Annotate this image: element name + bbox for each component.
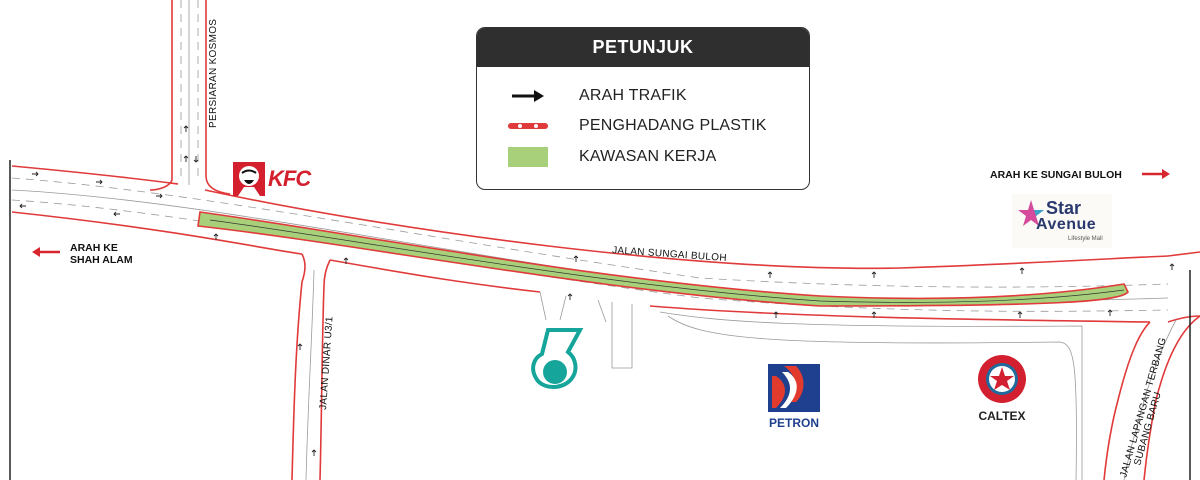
caltex-logo: CALTEX <box>972 352 1032 426</box>
legend-label-traffic: ARAH TRAFIK <box>579 87 687 104</box>
north-road-dash <box>180 0 199 182</box>
se-road-center <box>1123 319 1177 480</box>
legend-title: PETUNJUK <box>477 28 809 67</box>
sw-road-west-edge <box>291 253 306 480</box>
star-avenue-title-1: Star <box>1046 198 1082 218</box>
legend-item-traffic: ARAH TRAFIK <box>477 84 687 108</box>
kfc-text: KFC <box>268 166 311 191</box>
star-avenue-title-2: Avenue <box>1036 216 1097 233</box>
petron-logo: PETRON <box>766 362 822 432</box>
lane-dash-1 <box>11 177 1169 288</box>
direction-east-label: ARAH KE SUNGAI BULOH <box>990 169 1122 181</box>
road-label-south-west: JALAN DINAR U3/1 <box>318 316 336 410</box>
petronas-icon <box>531 328 584 389</box>
petron-icon <box>768 364 820 412</box>
colonel-icon <box>233 162 265 196</box>
lane-dash-2 <box>11 199 1169 312</box>
caltex-icon <box>978 355 1026 403</box>
main-road-north-edge <box>11 165 1169 270</box>
road-label-north: PERSIARAN KOSMOS <box>208 19 219 128</box>
work-zone-swatch <box>477 147 579 167</box>
caltex-text: CALTEX <box>978 409 1026 423</box>
north-road-east-edge <box>205 0 231 195</box>
work-zone-area <box>197 211 1129 307</box>
se-road-west-edge <box>1103 321 1151 480</box>
star-avenue-tagline: Lifestyle Mall <box>1068 236 1103 242</box>
traffic-arrows <box>19 125 1175 456</box>
se-road-east-edge <box>1143 315 1200 480</box>
legend-item-workzone: KAWASAN KERJA <box>477 145 716 169</box>
service-road <box>659 311 1083 480</box>
petron-text: PETRON <box>768 416 819 430</box>
road-label-main: JALAN SUNGAI BULOH <box>612 245 727 264</box>
map-frame <box>9 160 1191 480</box>
legend-item-barrier: PENGHADANG PLASTIK <box>477 114 767 138</box>
petronas-entrance <box>539 291 633 369</box>
direction-west-arrowhead <box>32 247 40 257</box>
work-zone-line <box>209 219 1125 303</box>
legend-label-barrier: PENGHADANG PLASTIK <box>579 117 767 134</box>
star-icon <box>1018 200 1044 226</box>
direction-west-label-2: SHAH ALAM <box>70 254 133 266</box>
main-road-center-line <box>11 189 1169 302</box>
direction-east-arrowhead <box>1162 169 1170 179</box>
legend-label-workzone: KAWASAN KERJA <box>579 148 717 165</box>
star-avenue-logo: Star Avenue Lifestyle Mall <box>1012 194 1112 248</box>
arrow-icon <box>477 88 579 104</box>
kfc-logo: KFC <box>232 160 328 200</box>
sw-road-east-edge <box>319 259 331 480</box>
petronas-logo <box>528 326 584 392</box>
direction-west-label-1: ARAH KE <box>70 242 118 254</box>
plastic-barrier-icon <box>477 118 579 134</box>
north-road-west-edge <box>149 0 173 191</box>
main-road-south-edge <box>11 211 1151 323</box>
sw-road-center <box>305 269 315 480</box>
legend-panel: PETUNJUK ARAH TRAFIK PENGHADANG PLASTIK … <box>476 27 810 190</box>
right-road-edge <box>1167 251 1200 323</box>
